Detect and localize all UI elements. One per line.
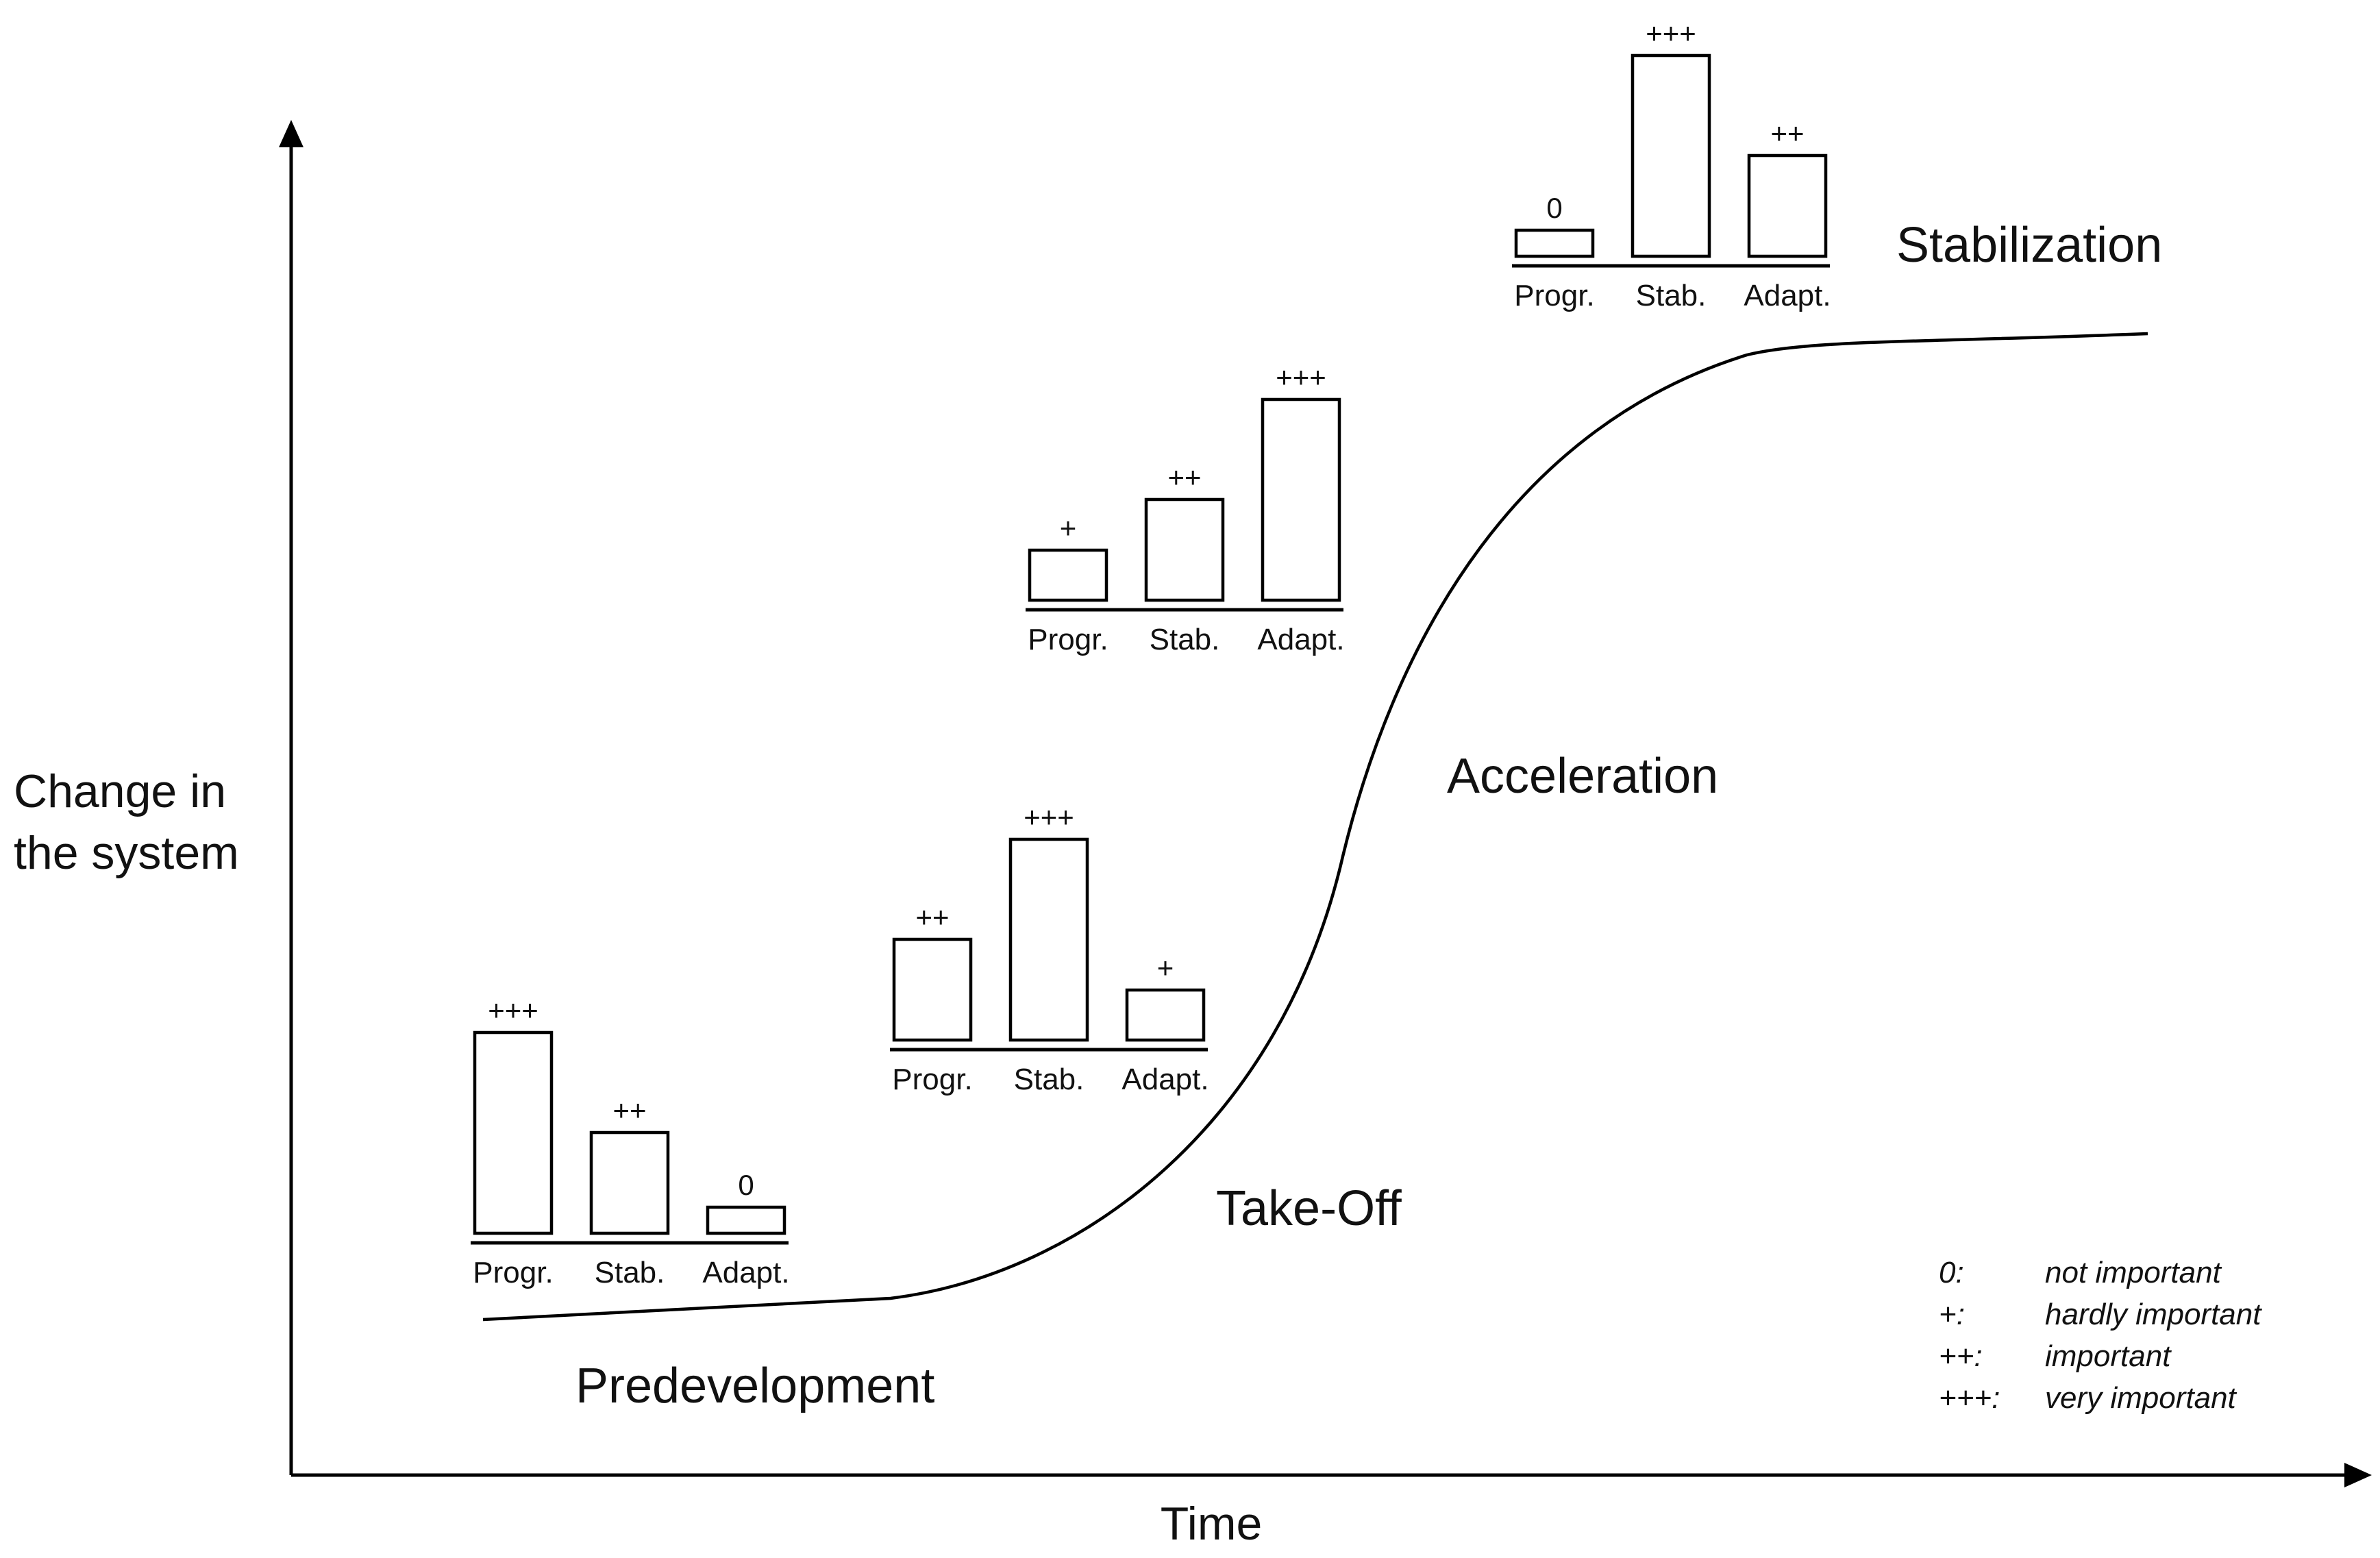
bar — [1631, 53, 1711, 258]
legend-meaning-2: important — [2045, 1339, 2172, 1373]
bar-value-label: +++ — [1276, 361, 1326, 393]
phase-label-take-off: Take-Off — [1216, 1181, 1402, 1236]
legend: 0: not important +: hardly important ++:… — [1939, 1256, 2262, 1415]
bar-value-label: + — [1157, 952, 1174, 984]
bar — [1144, 497, 1225, 602]
bar — [892, 937, 973, 1042]
bar — [1008, 837, 1089, 1042]
legend-meaning-0: not important — [2045, 1256, 2222, 1289]
phase-label-stabilization: Stabilization — [1896, 218, 2162, 273]
bar — [1028, 548, 1108, 602]
bar-category-label: Progr. — [1514, 279, 1594, 312]
bar-value-label: +++ — [1024, 801, 1074, 833]
phase-label-acceleration: Acceleration — [1447, 749, 1718, 804]
y-axis-label-line1: Change in — [14, 765, 226, 817]
bar-value-label: ++ — [1167, 461, 1201, 493]
bar-category-label: Stab. — [1150, 623, 1220, 656]
bar-value-label: 0 — [738, 1169, 754, 1201]
bar-category-label: Adapt. — [1121, 1063, 1208, 1096]
legend-meaning-3: very important — [2045, 1381, 2238, 1415]
legend-symbol-0: 0: — [1939, 1256, 1964, 1289]
s-curve — [482, 332, 2148, 1322]
bar — [1261, 397, 1341, 602]
bar-category-label: Progr. — [1028, 623, 1108, 656]
legend-symbol-3: +++: — [1939, 1381, 2000, 1415]
bar-category-label: Progr. — [473, 1256, 553, 1289]
bar-category-label: Stab. — [1014, 1063, 1084, 1096]
bar — [1747, 153, 1828, 258]
x-axis-label: Time — [1161, 1498, 1263, 1550]
phase-label-predevelopment: Predevelopment — [575, 1359, 934, 1413]
bar-value-label: 0 — [1546, 192, 1562, 224]
bar-value-label: +++ — [1646, 17, 1696, 49]
y-axis-label-line2: the system — [14, 827, 239, 879]
bar — [473, 1030, 554, 1235]
bar-groups: +++Progr.++Stab.0Adapt.++Progr.+++Stab.+… — [471, 17, 1831, 1289]
bar-category-label: Stab. — [1636, 279, 1707, 312]
bar — [1514, 228, 1595, 258]
bar-value-label: + — [1060, 512, 1077, 544]
legend-meaning-1: hardly important — [2045, 1298, 2262, 1331]
bar-group-take-off: ++ Progr. +++ Stab. + Adapt. — [890, 801, 1209, 1096]
y-axis-arrow — [279, 120, 303, 147]
bar-value-label: +++ — [488, 994, 538, 1026]
bar-category-label: Adapt. — [1257, 623, 1344, 656]
legend-symbol-2: ++: — [1939, 1339, 1983, 1373]
bar-value-label: ++ — [915, 901, 949, 933]
bar — [706, 1205, 786, 1235]
bar-category-label: Stab. — [595, 1256, 665, 1289]
bar-group-acceleration: + Progr. ++ Stab. +++ Adapt. — [1026, 361, 1345, 656]
bar-value-label: ++ — [612, 1094, 646, 1126]
bar-category-label: Adapt. — [702, 1256, 789, 1289]
bar-category-label: Adapt. — [1744, 279, 1831, 312]
bar — [589, 1130, 670, 1235]
bar — [1125, 988, 1206, 1042]
legend-symbol-1: +: — [1939, 1298, 1965, 1331]
bar-value-label: ++ — [1770, 117, 1804, 149]
x-axis-arrow — [2344, 1463, 2372, 1487]
bar-category-label: Progr. — [892, 1063, 972, 1096]
